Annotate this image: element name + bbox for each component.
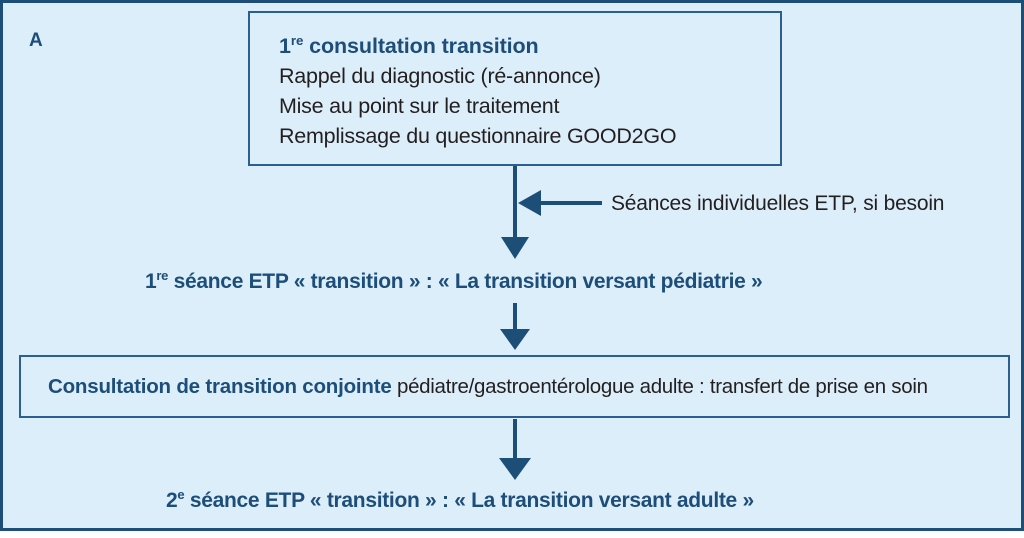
heading-ordinal-suffix: re [290, 32, 304, 48]
joint-consultation-box: Consultation de transition conjointe péd… [19, 355, 1010, 418]
etp-session-1-label: 1re séance ETP « transition » : « La tra… [145, 268, 763, 294]
joint-consultation-rest: pédiatre/gastroentérologue adulte : tran… [391, 374, 928, 398]
etp-2-text: séance ETP « transition » : « La transit… [184, 489, 754, 512]
heading-ordinal-number: 1 [279, 34, 291, 58]
etp-1-text: séance ETP « transition » : « La transit… [168, 270, 763, 293]
arrow-down-etp1-to-joint-consult [500, 303, 530, 350]
first-consultation-line-3: Remplissage du questionnaire GOOD2GO [279, 124, 677, 148]
first-consultation-line-1: Rappel du diagnostic (ré-annonce) [279, 64, 601, 88]
joint-consultation-text: Consultation de transition conjointe péd… [48, 375, 928, 399]
first-consultation-heading: 1re consultation transition [279, 31, 780, 61]
panel-letter: A [29, 30, 43, 51]
joint-consultation-strong: Consultation de transition conjointe [48, 374, 392, 398]
arrow-down-first-consult-to-etp1 [501, 166, 529, 259]
etp-2-ordinal-suffix: e [177, 487, 185, 502]
etp-2-ordinal-number: 2 [166, 489, 178, 512]
first-consultation-line-2: Mise au point sur le traitement [279, 94, 560, 118]
etp-1-ordinal-suffix: re [156, 268, 169, 283]
etp-1-ordinal-number: 1 [145, 270, 157, 293]
side-note-individual-etp-sessions: Séances individuelles ETP, si besoin [611, 192, 945, 215]
first-consultation-box: 1re consultation transition Rappel du di… [248, 11, 782, 166]
arrow-left-individual-etp-sessions [518, 190, 602, 216]
arrow-down-joint-consult-to-etp2 [499, 419, 531, 480]
etp-session-2-label: 2e séance ETP « transition » : « La tran… [166, 487, 754, 513]
heading-text: consultation transition [303, 34, 539, 58]
